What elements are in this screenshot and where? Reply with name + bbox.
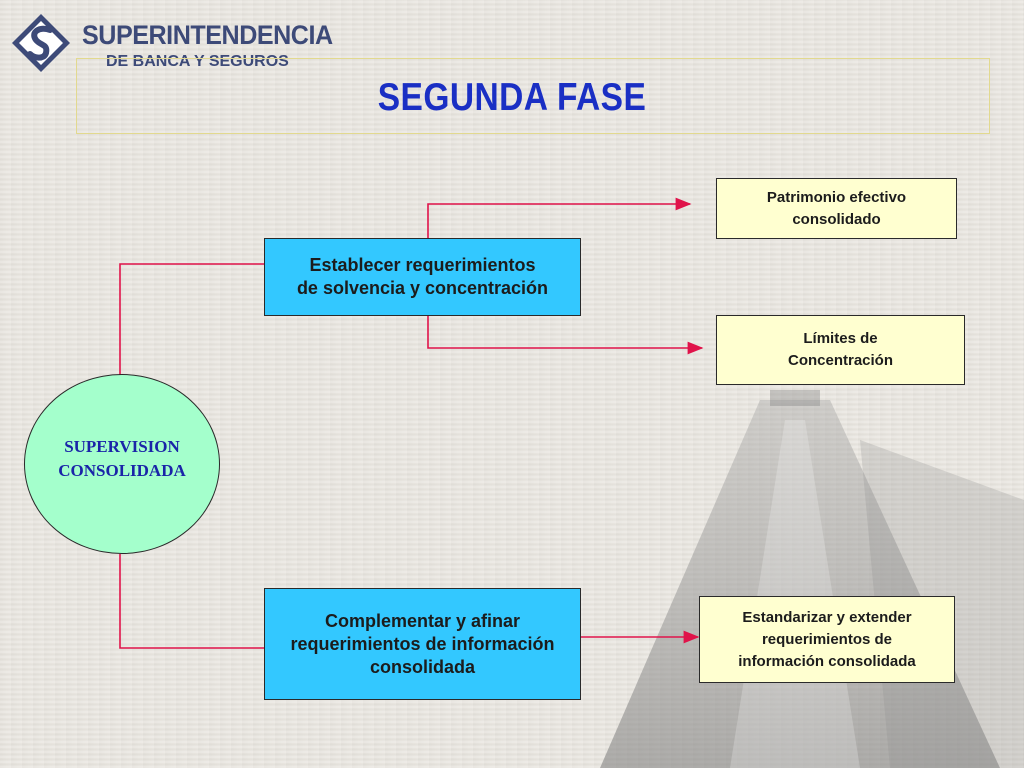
- branch-node-solvency: Establecer requerimientos de solvencia y…: [264, 238, 581, 316]
- root-node-label: SUPERVISION CONSOLIDADA: [58, 437, 186, 480]
- connector-root-to-branch-1: [119, 263, 265, 376]
- root-node-supervision: SUPERVISION CONSOLIDADA: [24, 374, 220, 554]
- outcome-node-estandarizar: Estandarizar y extender requerimientos d…: [699, 596, 955, 683]
- branch-node-information: Complementar y afinar requerimientos de …: [264, 588, 581, 700]
- title-frame: [76, 58, 990, 134]
- logo-emblem-icon: [12, 14, 70, 72]
- logo-name: SUPERINTENDENCIA: [82, 20, 333, 50]
- outcome-node-limites: Límites de Concentración: [716, 315, 965, 385]
- connector-branch-1-to-outcome-1: [427, 197, 692, 239]
- outcome-node-patrimonio: Patrimonio efectivo consolidado: [716, 178, 957, 239]
- page-title: SEGUNDA FASE: [377, 76, 647, 119]
- logo: SUPERINTENDENCIA DE BANCA Y SEGUROS: [10, 12, 333, 72]
- logo-subtitle: DE BANCA Y SEGUROS: [106, 53, 289, 70]
- connector-branch-1-to-outcome-2: [427, 315, 704, 355]
- connector-root-to-branch-2: [119, 554, 265, 649]
